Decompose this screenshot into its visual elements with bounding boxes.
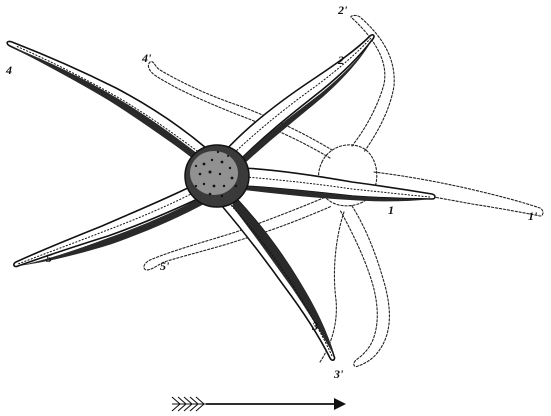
label-arm-5-moved: 5' [160,259,170,273]
label-arm-4-moved: 4' [141,51,152,65]
direction-arrow-icon [172,397,346,411]
label-arm-2: 2 [337,53,344,67]
label-arm-3: 3 [311,319,318,333]
central-disc [185,145,249,207]
label-arm-5: 5 [46,251,52,265]
label-arm-2-moved: 2' [337,3,348,17]
label-arm-3-moved: 3' [333,367,344,381]
label-arm-1-moved: 1' [528,209,538,223]
label-arm-1: 1 [388,203,394,217]
original-position-drawing [7,35,435,360]
label-arm-4: 4 [5,63,12,77]
arm-3 [222,198,335,360]
arm-4 [7,41,206,160]
moved-arm-3-outline [340,206,389,367]
arm-1 [244,168,435,201]
arm-5 [14,184,208,267]
